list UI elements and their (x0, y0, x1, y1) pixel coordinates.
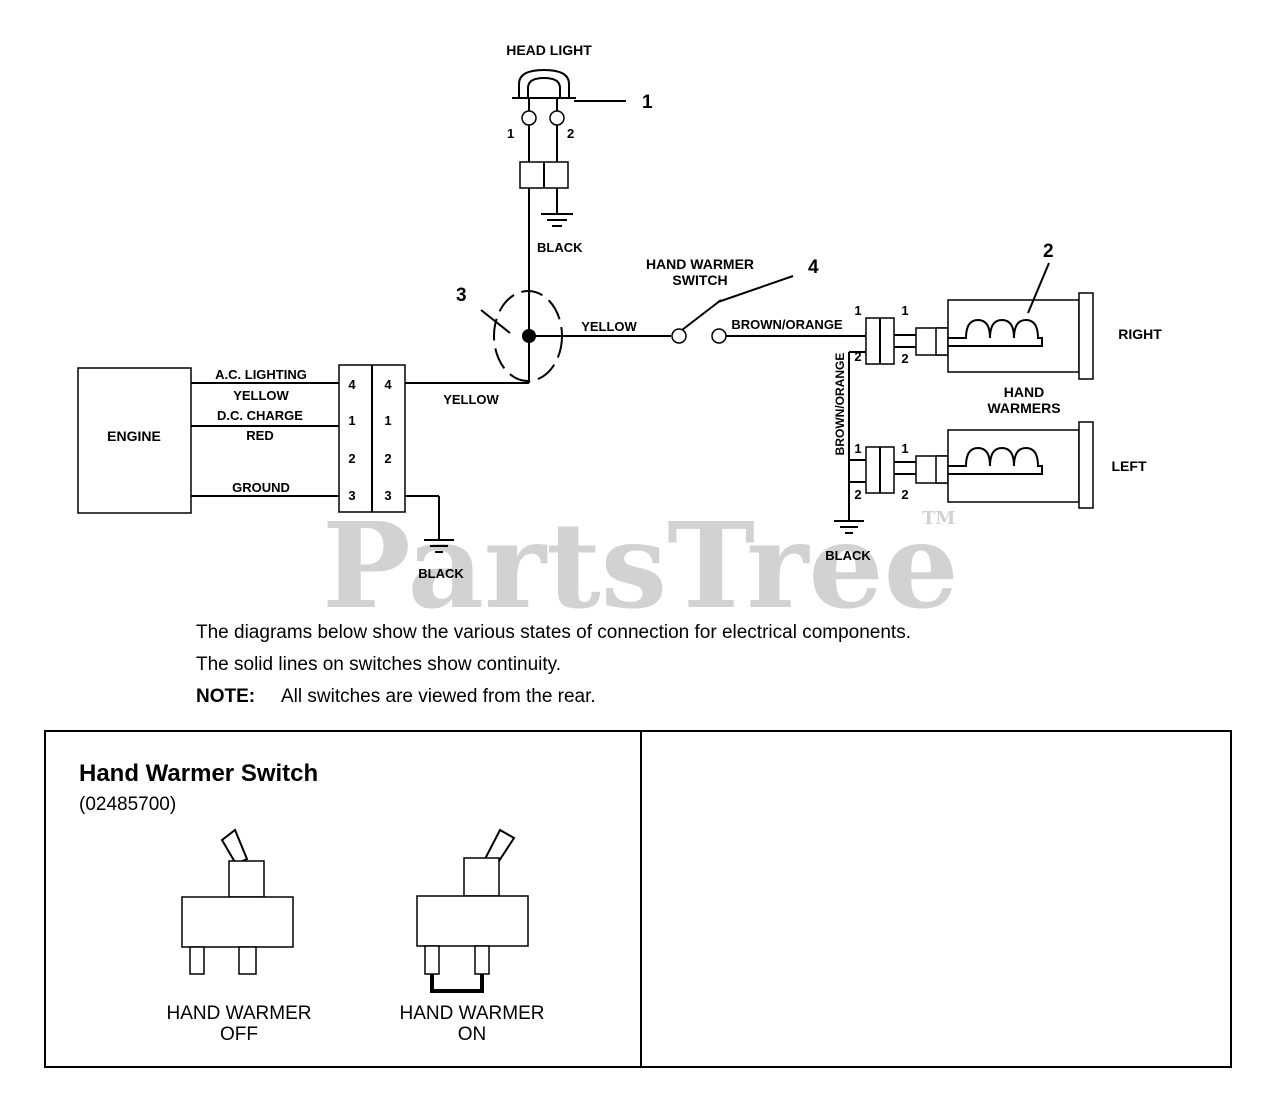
head-light-pin-1: 1 (507, 126, 514, 141)
left-heater-coil-icon (948, 446, 1043, 475)
connector-right-pin: 1 (384, 413, 391, 428)
left-warmer-label: LEFT (1112, 458, 1147, 474)
wire-yellow-label: YELLOW (443, 392, 499, 407)
callout-1: 1 (642, 92, 653, 113)
wire-dc-charge-label: D.C. CHARGE (217, 408, 303, 423)
switch-on-icon (416, 828, 529, 993)
right-pin-2: 2 (854, 349, 861, 364)
connector-left-pin: 3 (348, 488, 355, 503)
switch-blade (681, 299, 722, 331)
right-pin-1: 1 (854, 303, 861, 318)
connector-right-pin: 4 (384, 377, 392, 392)
warmer-ground-label: BLACK (825, 548, 871, 563)
splice: 3 YELLOW (456, 285, 671, 382)
switch-label-line2: SWITCH (672, 272, 727, 288)
switch-on-label-line2: ON (458, 1024, 487, 1045)
left-warmer-grip (1078, 421, 1094, 509)
right-pin-1-out: 1 (901, 303, 908, 318)
note-label: NOTE: (196, 686, 255, 707)
right-pin-2-out: 2 (901, 351, 908, 366)
wire-dc-color-label: RED (246, 428, 273, 443)
wire-ac-lighting-label: A.C. LIGHTING (215, 367, 307, 382)
switch-off-label-line1: HAND WARMER (167, 1003, 312, 1024)
watermark: PartsTree TM (322, 496, 959, 635)
engine: ENGINE A.C. LIGHTING YELLOW D.C. CHARGE … (77, 367, 339, 514)
connector-left-pin: 4 (348, 377, 356, 392)
continuity-line (430, 974, 484, 993)
head-light-terminal-1 (521, 110, 537, 126)
switch-off-label-line2: OFF (220, 1024, 258, 1045)
callout-3-leader (480, 309, 511, 334)
head-light-pin-2: 2 (567, 126, 574, 141)
note-line-1: The diagrams below show the various stat… (196, 622, 911, 643)
hand-warmers-label-line1: HAND (1004, 384, 1044, 400)
head-light-lamp-icon (518, 68, 570, 98)
panel-part-number: (02485700) (79, 794, 176, 815)
engine-label: ENGINE (107, 428, 161, 444)
left-pin-2-out: 2 (901, 487, 908, 502)
right-warmer-grip (1078, 292, 1094, 380)
callout-3: 3 (456, 285, 467, 306)
callout-4: 4 (808, 257, 819, 278)
switch-label-line1: HAND WARMER (646, 256, 754, 272)
engine-box (77, 367, 192, 514)
switch-terminal-in (671, 328, 687, 344)
right-heater-coil-icon (948, 318, 1043, 347)
connector-ground-label: BLACK (418, 566, 464, 581)
hand-warmers-label-line2: WARMERS (987, 400, 1060, 416)
callout-2: 2 (1043, 241, 1054, 262)
note-text: All switches are viewed from the rear. (281, 686, 596, 707)
wire-ground-label: GROUND (232, 480, 290, 495)
engine-connector: 4 1 2 3 4 1 2 3 YELLOW BLACK (338, 364, 529, 581)
watermark-tm: TM (922, 508, 955, 529)
switch-on-label-line1: HAND WARMER (400, 1003, 545, 1024)
hand-warmer-switch-schematic: HAND WARMER SWITCH 4 BROWN/ORANGE (646, 256, 866, 344)
note-line-2: The solid lines on switches show continu… (196, 654, 561, 675)
left-pin-2: 2 (854, 487, 861, 502)
panel-frame (44, 730, 1232, 1068)
switch-states-panel: Hand Warmer Switch (02485700) HAND WARME… (44, 730, 1232, 1068)
switch-terminal-out (711, 328, 727, 344)
watermark-brand: PartsTree (322, 496, 959, 635)
switch-off-icon (181, 828, 294, 975)
wire-brown-orange-label: BROWN/ORANGE (731, 317, 843, 332)
wire-yellow-switch-label: YELLOW (581, 319, 637, 334)
panel-title: Hand Warmer Switch (79, 760, 318, 787)
left-pin-1-out: 1 (901, 441, 908, 456)
head-light: HEAD LIGHT 1 2 1 BLACK (506, 42, 653, 383)
connector-left-pin: 2 (348, 451, 355, 466)
connector-left-pin: 1 (348, 413, 355, 428)
callout-4-leader (717, 275, 794, 303)
left-pin-1: 1 (854, 441, 861, 456)
head-light-terminal-2 (549, 110, 565, 126)
head-light-label: HEAD LIGHT (506, 42, 592, 58)
hand-warmers: BROWN/ORANGE 1 1 2 2 RIGHT 2 HAND WARMER… (825, 241, 1162, 563)
head-light-ground-label: BLACK (537, 240, 583, 255)
callout-2-leader (1027, 262, 1050, 314)
notes: The diagrams below show the various stat… (196, 622, 911, 707)
vertical-wire-label: BROWN/ORANGE (833, 353, 847, 456)
connector-right-pin: 2 (384, 451, 391, 466)
wire-ac-color-label: YELLOW (233, 388, 289, 403)
connector-right-pin: 3 (384, 488, 391, 503)
right-warmer-label: RIGHT (1118, 326, 1162, 342)
